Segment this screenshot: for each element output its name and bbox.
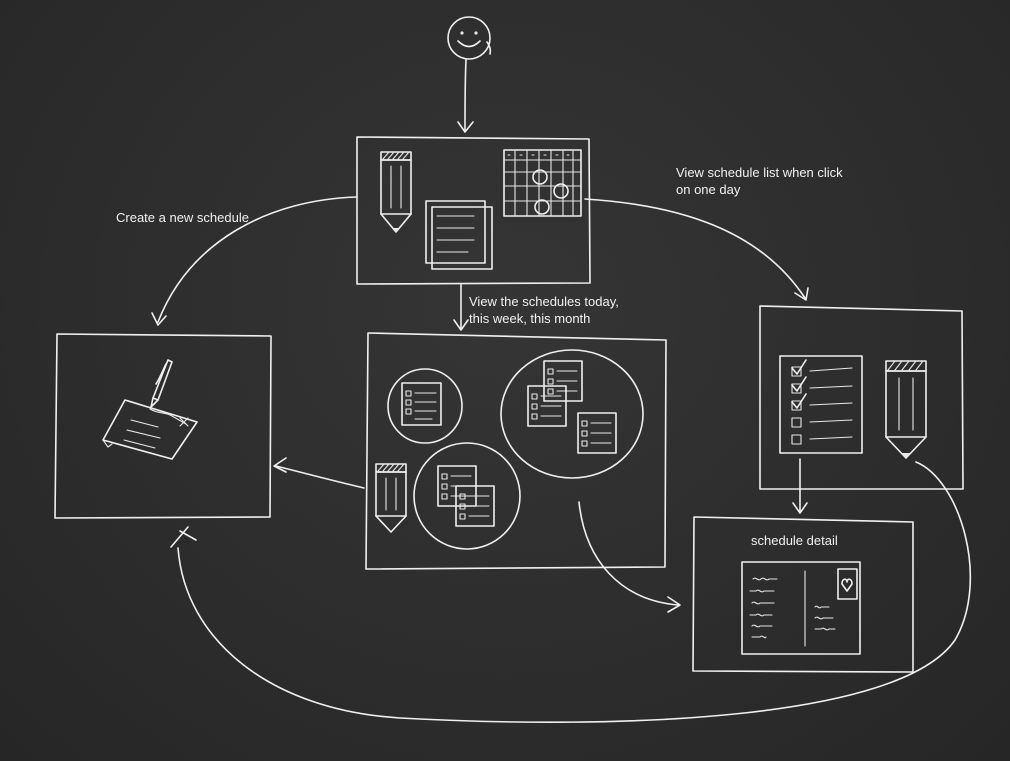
home-screen-box bbox=[356, 136, 591, 285]
detail-label: schedule detail bbox=[751, 533, 838, 548]
arrow-overview-to-create bbox=[273, 457, 365, 489]
pencil-icon bbox=[375, 463, 407, 533]
pencil-icon bbox=[885, 360, 927, 459]
smiley-icon bbox=[447, 16, 492, 60]
postcard-icon bbox=[741, 561, 861, 655]
view-list-label: View schedule list when click on one day bbox=[676, 165, 843, 197]
week-bubble bbox=[413, 442, 521, 550]
arrow-home-to-create bbox=[151, 196, 357, 326]
schedule-list-box bbox=[759, 305, 964, 490]
arrow-start-to-home bbox=[457, 59, 474, 133]
pen-icon bbox=[150, 359, 173, 408]
paper-icon bbox=[102, 399, 198, 460]
arrow-home-to-list bbox=[584, 198, 809, 301]
arrow-list-to-detail bbox=[792, 458, 808, 514]
create-schedule-box bbox=[54, 333, 272, 519]
schedule-detail-box bbox=[692, 516, 914, 673]
month-bubble bbox=[500, 349, 644, 479]
day-bubble bbox=[387, 368, 463, 444]
pencil-icon bbox=[380, 151, 412, 233]
arrow-home-to-overview bbox=[453, 283, 469, 331]
checklist-icon bbox=[779, 355, 863, 454]
arrow-list-to-create bbox=[170, 461, 972, 723]
arrow-overview-to-detail bbox=[578, 501, 681, 613]
notepad-icon bbox=[425, 200, 493, 270]
calendar-icon bbox=[503, 149, 582, 217]
schedule-overview-box bbox=[365, 332, 667, 570]
create-label: Create a new schedule bbox=[116, 210, 249, 225]
view-schedules-label: View the schedules today, this week, thi… bbox=[469, 294, 619, 326]
